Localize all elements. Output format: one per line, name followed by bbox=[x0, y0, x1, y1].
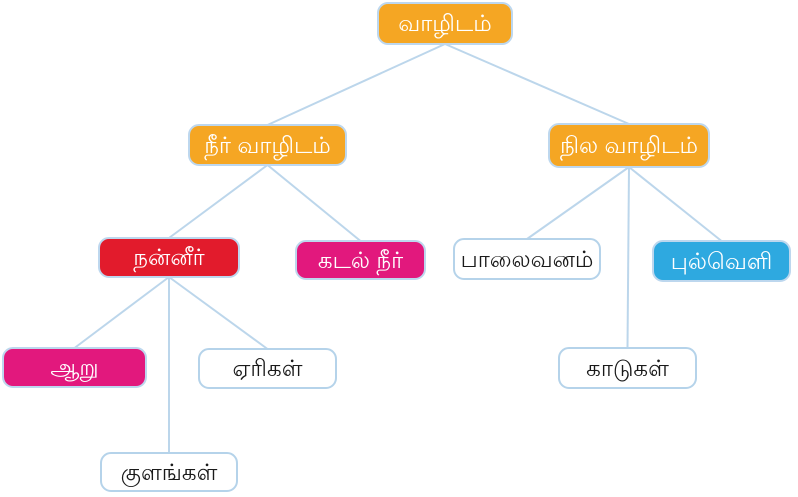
node-label: நில வாழிடம் bbox=[559, 132, 698, 158]
node-kulangal: குளங்கள் bbox=[100, 452, 238, 492]
node-neer-vazhidam: நீர் வாழிடம் bbox=[188, 124, 347, 166]
node-pulveli: புல்வெளி bbox=[652, 240, 791, 282]
node-paalaivanam: பாலைவனம் bbox=[453, 238, 601, 280]
node-label: நன்னீர் bbox=[133, 244, 205, 270]
node-label: புல்வெளி bbox=[670, 247, 773, 274]
node-kadal-neer: கடல் நீர் bbox=[295, 240, 426, 280]
node-erigal: ஏரிகள் bbox=[198, 348, 337, 389]
node-label: கடல் நீர் bbox=[317, 246, 404, 273]
node-label: நீர் வாழிடம் bbox=[204, 131, 331, 158]
node-nila-vazhidam: நில வாழிடம் bbox=[548, 123, 710, 168]
node-label: காடுகள் bbox=[586, 354, 669, 381]
node-nanneer: நன்னீர் bbox=[98, 237, 240, 278]
node-aaru: ஆறு bbox=[2, 347, 147, 388]
node-vazhidam: வாழிடம் bbox=[377, 2, 513, 45]
node-label: ஆறு bbox=[50, 354, 99, 380]
node-label: குளங்கள் bbox=[120, 458, 218, 485]
node-kaadugal: காடுகள் bbox=[558, 347, 697, 389]
node-label: ஏரிகள் bbox=[232, 355, 303, 381]
node-label: வாழிடம் bbox=[398, 10, 492, 36]
node-label: பாலைவனம் bbox=[460, 245, 594, 272]
